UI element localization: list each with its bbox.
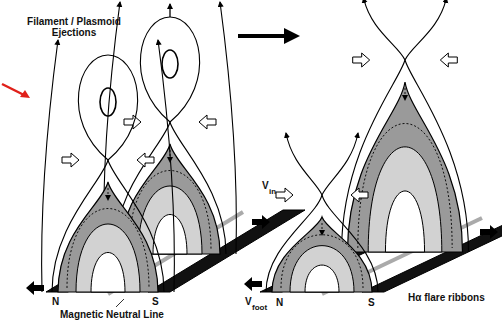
plasmoid <box>100 88 116 116</box>
inner-loop <box>153 214 187 254</box>
inflow-arrow <box>62 153 79 167</box>
field-line <box>52 160 108 292</box>
downflow-arrow <box>108 188 109 200</box>
foot-motion-arrow <box>26 281 44 295</box>
inner-loop <box>385 191 424 252</box>
inflow-arrow <box>351 188 368 202</box>
downflow-line <box>281 235 363 288</box>
downflow-arrow <box>322 223 323 235</box>
field-line <box>342 0 447 252</box>
field-line <box>266 133 358 292</box>
field-line <box>170 122 226 254</box>
post-flare-loop <box>290 246 354 292</box>
inflow-arrow <box>137 153 154 167</box>
label-text: S <box>152 296 159 307</box>
post-flare-loop <box>368 147 442 252</box>
cusp-loop <box>348 82 463 252</box>
inner-loop <box>305 265 339 292</box>
inflow-arrow <box>440 53 457 67</box>
label-text: foot <box>252 302 267 313</box>
field-line <box>42 40 58 292</box>
label-text: V <box>245 296 252 307</box>
downflow-arrow <box>405 88 406 100</box>
label-text: S <box>368 297 375 308</box>
cusp-loop <box>272 217 372 292</box>
field-line <box>158 40 174 292</box>
inflow-arrow <box>353 53 370 67</box>
inflow-arrow <box>276 188 293 202</box>
field-line <box>220 2 236 254</box>
field-line <box>108 160 164 292</box>
inner-loop <box>91 252 125 292</box>
foot-motion-arrow <box>252 215 270 229</box>
red-pointer-head <box>20 90 30 98</box>
transition-arrow <box>238 34 286 38</box>
label-text: N <box>52 296 59 307</box>
transition-arrow-head <box>284 28 300 44</box>
cusp-loop <box>58 182 158 292</box>
ejection-label: Filament / Plasmoid Ejections <box>24 16 124 38</box>
ejection-arrow <box>169 4 170 17</box>
label-text: in <box>269 186 276 197</box>
plasmoid-loop <box>78 55 137 160</box>
foot-motion-arrow <box>244 277 262 291</box>
plasmoid <box>162 50 178 78</box>
leader-line <box>116 299 124 307</box>
field-line <box>286 133 378 292</box>
foot-motion-arrow <box>480 225 498 239</box>
arcade-drawing <box>26 0 502 295</box>
inflow-arrow <box>199 115 216 129</box>
label-text: N <box>276 297 283 308</box>
label-text: Hα flare ribbons <box>408 292 485 303</box>
label-text: Magnetic Neutral Line <box>60 309 164 320</box>
plasmoid-loop <box>140 17 199 122</box>
downflow-line <box>67 209 149 289</box>
field-line <box>364 0 469 252</box>
downflow-line <box>358 124 452 249</box>
post-flare-loop <box>76 224 140 292</box>
label-text: V <box>262 180 269 191</box>
